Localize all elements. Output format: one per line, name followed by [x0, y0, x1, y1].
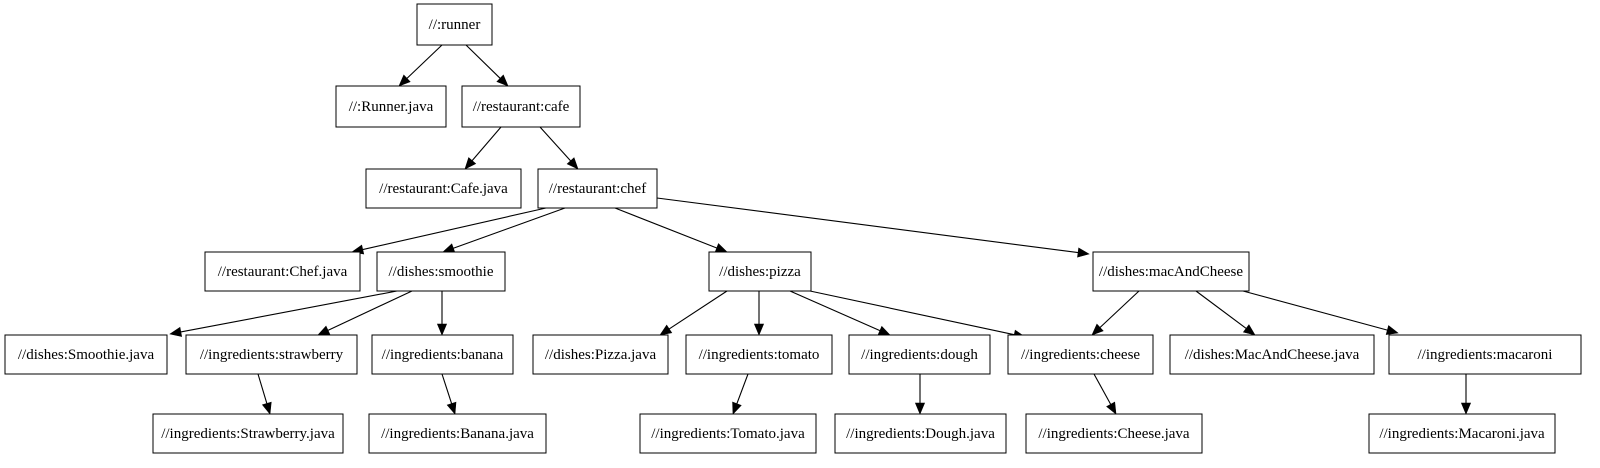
graph-edge	[1195, 290, 1256, 336]
graph-edge	[1242, 290, 1399, 335]
node-label: //ingredients:Cheese.java	[1038, 426, 1190, 442]
node-label: //restaurant:cafe	[473, 99, 570, 115]
graph-edge	[465, 44, 509, 87]
node-label: //:Runner.java	[349, 99, 434, 115]
graph-node-pizza[interactable]: //dishes:pizza	[708, 251, 812, 292]
graph-edge	[539, 126, 579, 170]
node-label: //ingredients:tomato	[699, 347, 820, 363]
node-label: //dishes:MacAndCheese.java	[1185, 347, 1360, 363]
node-label: //:runner	[429, 17, 481, 33]
graph-node-macaroni[interactable]: //ingredients:macaroni	[1388, 334, 1582, 375]
graph-edge	[169, 290, 398, 337]
node-label: //ingredients:Dough.java	[846, 426, 995, 442]
graph-edge	[659, 290, 728, 336]
node-label: //restaurant:Cafe.java	[379, 181, 508, 197]
graph-edge	[464, 126, 502, 170]
graph-edge	[1093, 373, 1117, 415]
node-label: //ingredients:macaroni	[1418, 347, 1553, 363]
node-label: //restaurant:Chef.java	[218, 264, 348, 280]
graph-node-macandcheese_java[interactable]: //dishes:MacAndCheese.java	[1169, 334, 1375, 375]
graph-edge	[398, 44, 443, 87]
graph-node-chef[interactable]: //restaurant:chef	[537, 168, 658, 209]
graph-node-cafe_java[interactable]: //restaurant:Cafe.java	[365, 168, 522, 209]
graph-node-tomato[interactable]: //ingredients:tomato	[685, 334, 833, 375]
graph-edge	[753, 291, 765, 336]
graph-node-chef_java[interactable]: //restaurant:Chef.java	[204, 251, 361, 292]
graph-edge	[441, 373, 457, 415]
node-label: //dishes:Smoothie.java	[18, 347, 155, 363]
graph-node-dough_java[interactable]: //ingredients:Dough.java	[834, 413, 1007, 454]
node-label: //dishes:pizza	[719, 264, 801, 280]
graph-edge	[1091, 290, 1140, 336]
node-label: //ingredients:Macaroni.java	[1379, 426, 1545, 442]
node-label: //ingredients:strawberry	[200, 347, 344, 363]
graph-edge	[436, 291, 448, 336]
graph-edge	[914, 374, 926, 415]
graph-node-pizza_java[interactable]: //dishes:Pizza.java	[532, 334, 669, 375]
graph-edge	[442, 207, 566, 253]
graph-edge	[614, 207, 728, 253]
graph-node-macaroni_java[interactable]: //ingredients:Macaroni.java	[1368, 413, 1556, 454]
graph-node-tomato_java[interactable]: //ingredients:Tomato.java	[639, 413, 817, 454]
node-label: //ingredients:cheese	[1021, 347, 1140, 363]
graph-edge	[257, 373, 272, 415]
node-label: //restaurant:chef	[549, 181, 646, 197]
graph-edge	[656, 197, 1090, 258]
graph-node-runner_java[interactable]: //:Runner.java	[335, 85, 447, 128]
nodes-layer: //:runner //:Runner.java //restaurant:cafe…	[4, 3, 1582, 454]
graph-node-smoothie_java[interactable]: //dishes:Smoothie.java	[4, 334, 168, 375]
node-label: //ingredients:Banana.java	[381, 426, 534, 442]
graph-node-cafe[interactable]: //restaurant:cafe	[461, 85, 581, 128]
node-label: //ingredients:Strawberry.java	[161, 426, 335, 442]
graph-node-smoothie[interactable]: //dishes:smoothie	[376, 251, 506, 292]
node-label: //dishes:macAndCheese	[1099, 264, 1243, 280]
graph-node-strawberry[interactable]: //ingredients:strawberry	[185, 334, 358, 375]
graph-node-cheese[interactable]: //ingredients:cheese	[1007, 334, 1154, 375]
graph-node-banana_java[interactable]: //ingredients:Banana.java	[368, 413, 547, 454]
node-label: //ingredients:dough	[861, 347, 978, 363]
node-label: //ingredients:banana	[382, 347, 504, 363]
graph-node-banana[interactable]: //ingredients:banana	[371, 334, 514, 375]
graph-node-cheese_java[interactable]: //ingredients:Cheese.java	[1025, 413, 1203, 454]
node-label: //dishes:Pizza.java	[545, 347, 657, 363]
graph-node-strawberry_java[interactable]: //ingredients:Strawberry.java	[152, 413, 344, 454]
node-label: //dishes:smoothie	[389, 264, 494, 280]
graph-edge	[732, 373, 749, 415]
graph-edge	[1460, 374, 1472, 415]
graph-node-dough[interactable]: //ingredients:dough	[848, 334, 991, 375]
node-label: //ingredients:Tomato.java	[651, 426, 805, 442]
graph-node-macandcheese[interactable]: //dishes:macAndCheese	[1092, 251, 1250, 292]
graph-node-runner[interactable]: //:runner	[416, 3, 493, 46]
graph-edge	[809, 290, 1026, 340]
